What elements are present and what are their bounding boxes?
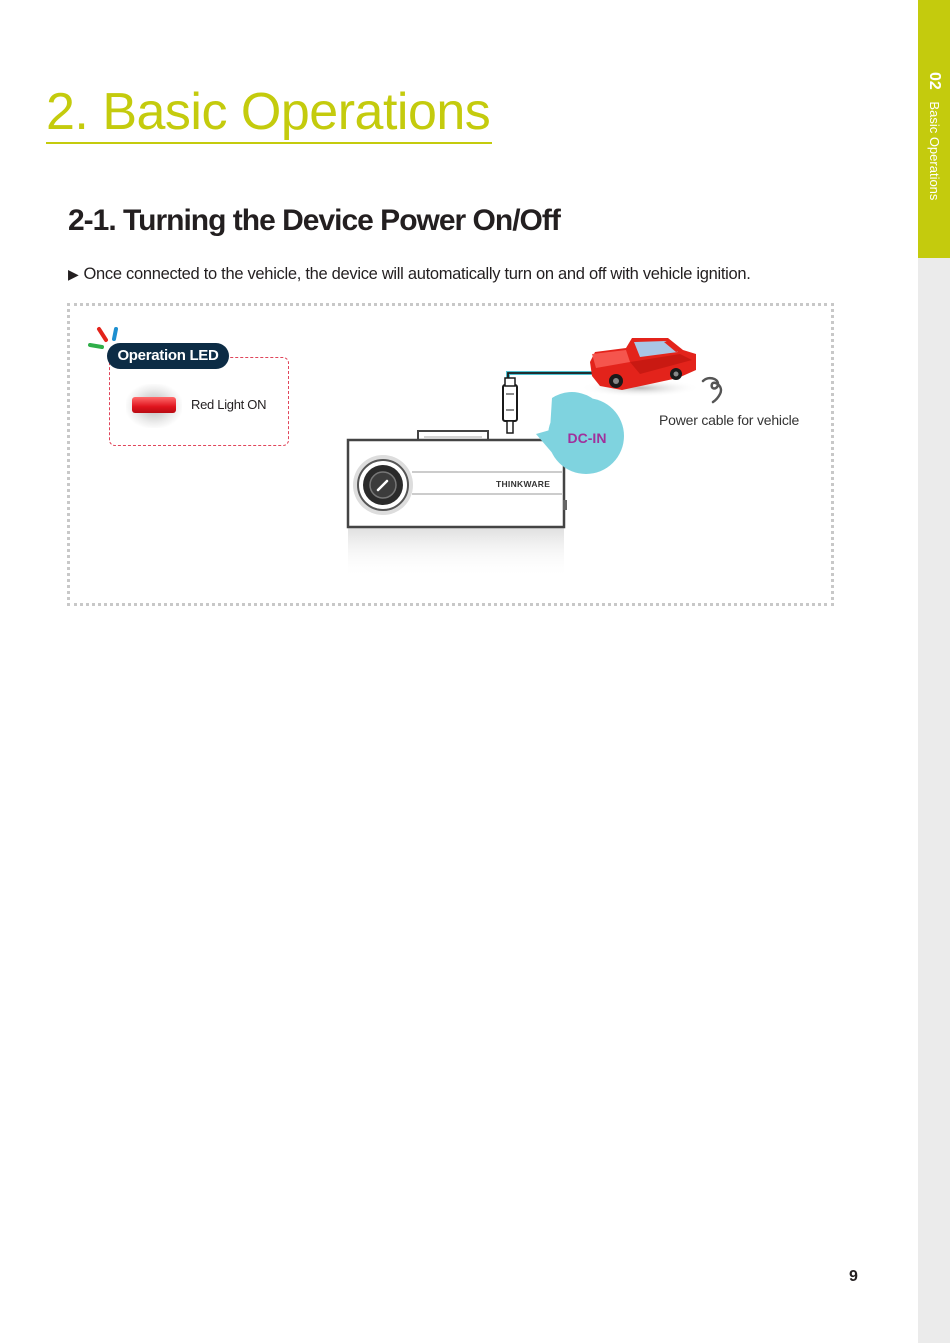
led-state-label: Red Light ON bbox=[191, 397, 267, 412]
triangle-right-icon: ▶ bbox=[68, 266, 79, 282]
red-led-icon bbox=[132, 397, 176, 413]
dc-in-label: DC-IN bbox=[567, 430, 607, 446]
chapter-side-tab bbox=[918, 0, 950, 258]
power-plug-icon bbox=[502, 371, 592, 434]
device-brand-label: THINKWARE bbox=[496, 479, 551, 489]
led-heading-pill: Operation LED bbox=[107, 343, 229, 369]
intro-text: Once connected to the vehicle, the devic… bbox=[83, 265, 751, 283]
cable-curl-icon bbox=[701, 376, 723, 404]
chapter-title: 2. Basic Operations bbox=[46, 82, 493, 144]
chapter-tab-label: Basic Operations bbox=[927, 101, 942, 201]
page-number: 9 bbox=[849, 1268, 858, 1285]
chapter-side-tab-text: 02 Basic Operations bbox=[919, 72, 949, 202]
intro-bullet: ▶Once connected to the vehicle, the devi… bbox=[68, 265, 751, 284]
power-cable-label: Power cable for vehicle bbox=[659, 412, 800, 428]
red-car-icon bbox=[580, 338, 700, 397]
connection-diagram bbox=[346, 338, 723, 578]
section-title: 2-1. Turning the Device Power On/Off bbox=[68, 204, 561, 237]
chapter-number: 02 bbox=[926, 72, 943, 90]
led-rays-icon bbox=[88, 327, 118, 349]
diagram-frame bbox=[67, 303, 834, 606]
dashcam-device-icon bbox=[346, 430, 567, 578]
